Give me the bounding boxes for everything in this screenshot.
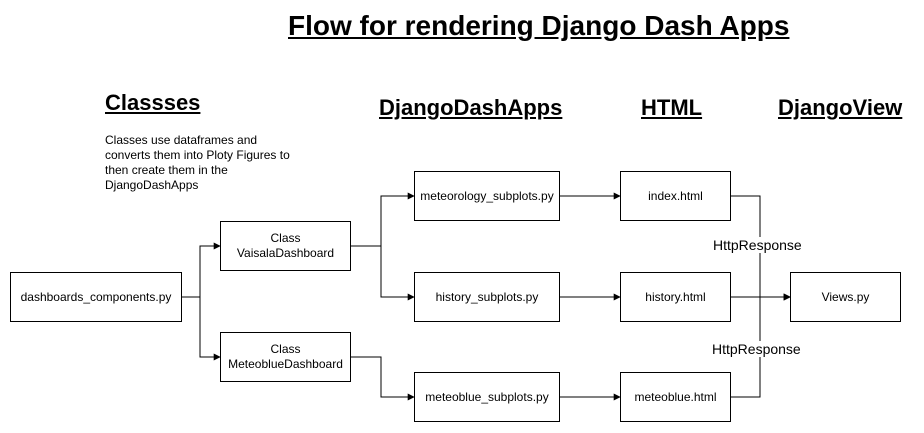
node-label-line1: Class bbox=[270, 342, 301, 356]
edge-label-http-response-bottom: HttpResponse bbox=[711, 341, 802, 357]
column-heading-classes: Classses bbox=[105, 90, 201, 115]
node-index-html: index.html bbox=[620, 171, 731, 221]
edge-label-http-response-top: HttpResponse bbox=[712, 237, 803, 253]
edge-components-to-meteoblue-class bbox=[182, 296, 221, 361]
node-label: history.html bbox=[645, 289, 706, 304]
node-label-line1: Class bbox=[270, 231, 301, 245]
column-heading-html: HTML bbox=[641, 95, 703, 120]
node-meteoblue-html: meteoblue.html bbox=[620, 372, 731, 422]
node-label: history_subplots.py bbox=[435, 289, 539, 304]
node-label-line2: VaisalaDashboard bbox=[236, 246, 335, 260]
node-label-line2: MeteoblueDashboard bbox=[228, 357, 343, 371]
edge-meteoblue-class-to-meteoblue-subplots bbox=[351, 356, 415, 401]
edge-vaisala-to-history bbox=[351, 245, 415, 301]
node-class-meteoblue-dashboard: Class MeteoblueDashboard bbox=[220, 332, 351, 382]
node-history-subplots: history_subplots.py bbox=[414, 272, 560, 322]
node-views: Views.py bbox=[790, 272, 901, 322]
edge-vaisala-to-meteorology bbox=[351, 192, 415, 247]
diagram-title: Flow for rendering Django Dash Apps bbox=[288, 10, 790, 41]
node-label: meteoblue_subplots.py bbox=[425, 389, 549, 404]
node-label: Views.py bbox=[821, 289, 870, 304]
classes-note: Classes use dataframes and converts them… bbox=[105, 133, 290, 192]
node-dashboards-components: dashboards_components.py bbox=[10, 272, 182, 322]
node-meteorology-subplots: meteorology_subplots.py bbox=[414, 171, 560, 221]
node-label: meteorology_subplots.py bbox=[420, 188, 554, 203]
node-history-html: history.html bbox=[620, 272, 731, 322]
node-meteoblue-subplots: meteoblue_subplots.py bbox=[414, 372, 560, 422]
column-heading-djangodashapps: DjangoDashApps bbox=[379, 95, 563, 120]
node-class-vaisala-dashboard: Class VaisalaDashboard bbox=[220, 221, 351, 271]
column-heading-djangoview: DjangoView bbox=[778, 95, 903, 120]
node-label: meteoblue.html bbox=[634, 389, 717, 404]
node-label: index.html bbox=[648, 188, 703, 203]
edge-components-to-vaisala bbox=[182, 242, 221, 298]
node-label: dashboards_components.py bbox=[20, 289, 172, 304]
